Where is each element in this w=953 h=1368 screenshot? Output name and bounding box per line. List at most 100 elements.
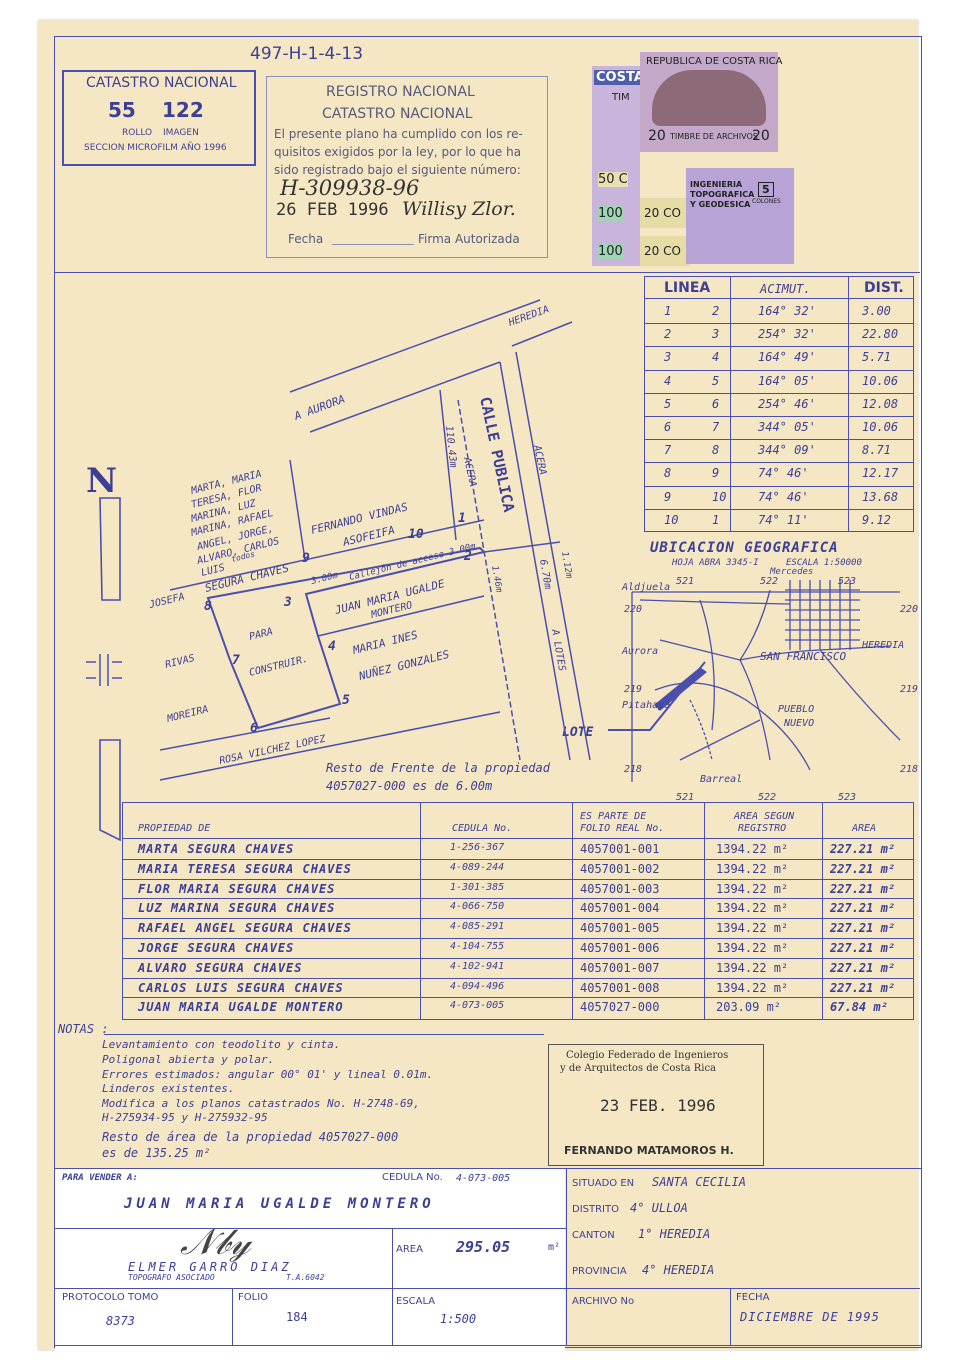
owners-table [122,802,914,1020]
lines-row-line [644,462,914,464]
owners-cell: 67.84 m² [830,1000,888,1015]
owners-cell: 1-301-385 [450,881,505,893]
colones-stamp-2 [640,236,690,266]
lines-cell: 12.08 [862,396,899,411]
lines-row-line [644,416,914,417]
lines-row-line [644,508,914,510]
owners-cell: 1394.22 m² [716,980,789,995]
footer-area-unit: m² [548,1242,561,1253]
note-line-8: es de 135.25 m² [102,1146,211,1160]
owners-cell: 4-089-244 [450,861,505,873]
lines-cell: 164° 49' [758,350,816,365]
costa-rica-stamp [592,66,640,266]
lines-header-linea: LINEA [664,280,711,296]
lines-cell: 4 [664,373,672,388]
lines-cell: 12.17 [862,466,899,481]
footer-row-1 [54,1228,566,1229]
registro-title-2: CATASTRO NACIONAL [322,106,473,122]
owners-header-line [122,838,914,839]
owners-cell: 1-256-367 [450,842,505,853]
owners-cell: 4057001-008 [580,980,660,995]
lines-cell: 5 [664,396,672,411]
lines-cell: 344° 09' [758,443,816,458]
lines-cell: 8.71 [862,443,891,458]
lines-table-header-line [644,298,914,299]
lines-cell: 10 [712,489,727,504]
registro-firma-label: Firma Autorizada [418,232,520,246]
imagen-label: IMAGEN [163,128,199,138]
registro-text-3: sido registrado bajo el siguiente número… [274,163,521,177]
catastro-microfilm-box [62,70,256,166]
lines-cell: 13.68 [862,489,899,504]
owners-cell: 227.21 m² [830,921,896,936]
stamp-republica-text: REPUBLICA DE COSTA RICA [646,56,783,67]
stamp-ingenieria-3: Y GEODESICA [690,200,751,209]
lines-cell: 7 [664,443,672,458]
lines-cell: 4 [712,350,720,365]
owners-row-line [122,918,914,920]
owners-cell: 4-102-941 [450,960,505,972]
microfilm-section: SECCION MICROFILM AÑO 1996 [84,143,227,153]
lines-row-line [644,323,914,325]
stamp-costa-text: COSTA [594,70,646,85]
footer-archivo-label: ARCHIVO No [572,1296,635,1307]
note-line-6: H-275934-95 y H-275932-95 [102,1111,268,1124]
footer-cedula-label: CEDULA No. [382,1172,443,1183]
lines-row-line [644,485,914,487]
owners-cell: 4-104-755 [450,941,505,952]
owner-name: FLOR MARIA SEGURA CHAVES [138,881,336,896]
lines-cell: 74° 46' [758,466,809,481]
owners-cell: 227.21 m² [830,980,896,995]
stamp-colones-text: COLONES [752,198,781,205]
owners-cell: 4057001-001 [580,842,660,856]
note-line-4: Linderos existentes. [102,1082,235,1095]
owners-header-propiedad: PROPIEDAD DE [138,823,211,834]
footer-para-vender-label: PARA VENDER A: [62,1173,138,1183]
lines-cell: 2 [712,304,720,318]
footer-signature: 𝒩𝒷𝓎 [180,1222,251,1263]
stamp-5-colones: 5 [758,182,774,197]
owners-cell: 227.21 m² [830,861,896,876]
footer-folio-divider [232,1288,233,1346]
colones-stamp-1 [640,198,690,228]
lines-row-line [644,346,914,348]
owners-row-line [122,977,914,979]
lines-header-acimut: ACIMUT. [760,282,811,296]
registro-title-1: REGISTRO NACIONAL [326,84,475,100]
owners-header-area: AREA [852,823,877,834]
owner-name: LUZ MARINA SEGURA CHAVES [138,901,336,916]
ubicacion-hoja: HOJA ABRA 3345-I [672,558,759,568]
owners-row-line [122,898,914,900]
lines-cell: 9.12 [862,512,891,527]
owners-row-line [122,997,914,999]
owners-cell: 4-094-496 [450,980,505,992]
registro-fecha-label: Fecha [288,232,324,246]
colegio-stamp-box [548,1044,764,1166]
owners-cell: 4057001-004 [580,901,660,916]
owners-header-areasegun: AREA SEGUN [734,811,795,822]
footer-fecha-label: FECHA [736,1292,770,1303]
footer-canton-label: CANTON [572,1230,615,1241]
owners-cell: 4057001-007 [580,960,660,975]
note-line-7: Resto de área de la propiedad 4057027-00… [102,1130,399,1144]
registro-stamp-box [266,76,548,258]
owner-name: ALVARO SEGURA CHAVES [138,960,303,975]
stamp-ingenieria-1: INGENIERIA [690,180,743,189]
owners-cell: 1394.22 m² [716,960,789,975]
footer-area-value: 295.05 [456,1238,511,1256]
lines-cell: 344° 05' [758,420,816,434]
lines-row-line [644,439,914,441]
lines-cell: 3 [664,350,672,365]
footer-escala-value: 1:500 [440,1312,477,1326]
footer-row-2 [54,1288,920,1289]
lines-cell: 74° 46' [758,489,809,504]
lines-cell: 6 [664,420,672,434]
ubicacion-title: UBICACION GEOGRAFICA [650,540,839,556]
footer-fecha-value: DICIEMBRE DE 1995 [740,1310,880,1324]
owners-col-sep-3 [704,802,705,1020]
footer-fecha-divider [730,1288,731,1346]
owners-cell: 4057027-000 [580,1000,660,1015]
owners-header-cedula: CEDULA No. [452,823,513,834]
footer-white-panel [55,1168,565,1351]
reference-number: 497-H-1-4-13 [250,44,364,64]
